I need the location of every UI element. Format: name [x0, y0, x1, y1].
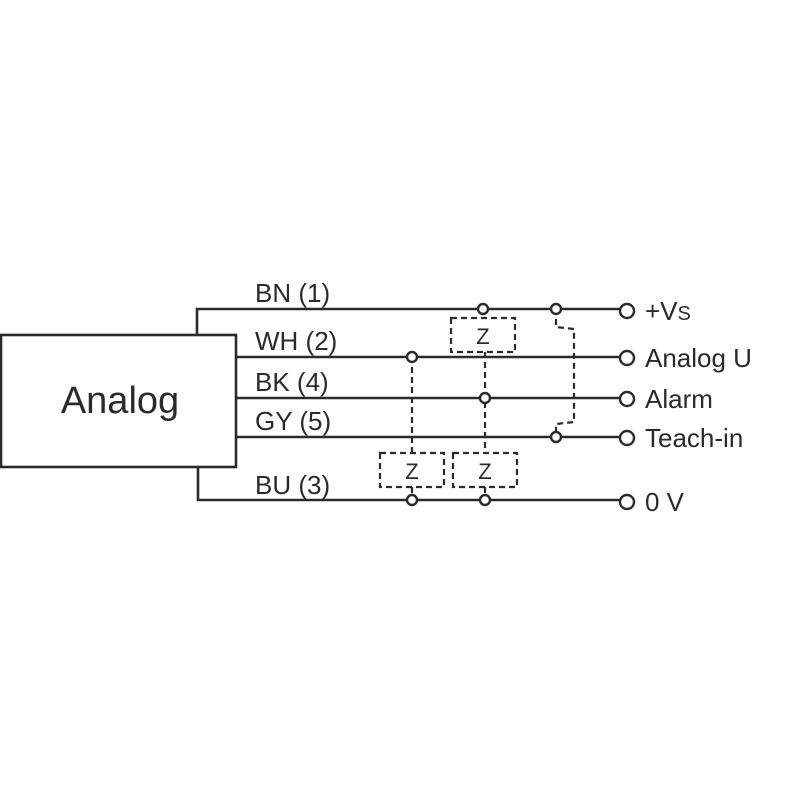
- terminal-analog-u: [618, 349, 636, 367]
- wire-label-bk: BK (4): [255, 367, 329, 397]
- terminal-label-teach-in: Teach-in: [645, 423, 743, 453]
- device-box: [0, 333, 238, 469]
- load-label: Z: [405, 459, 418, 484]
- junction-node: [405, 493, 419, 507]
- wire-label-wh: WH (2): [255, 326, 337, 356]
- terminal-label-analog-u: Analog U: [645, 343, 752, 373]
- wire-label-bn: BN (1): [255, 278, 330, 308]
- terminal-teach-in: [618, 429, 636, 447]
- junction-node: [478, 493, 492, 507]
- junction-node: [476, 302, 490, 316]
- terminal-alarm: [618, 390, 636, 408]
- terminal-label-alarm: Alarm: [645, 384, 713, 414]
- terminal-label-0v: 0 V: [645, 487, 685, 517]
- dashed-teach-link: [554, 309, 576, 437]
- junction-node: [549, 302, 563, 316]
- load-box-top: [449, 316, 517, 354]
- junction-node: [405, 350, 419, 364]
- junction-node: [478, 391, 492, 405]
- terminal-0v: [618, 493, 636, 511]
- load-label: Z: [476, 324, 489, 349]
- terminal-label-vs: +VS: [645, 296, 691, 326]
- junction-node: [549, 430, 563, 444]
- device-label: Analog: [61, 380, 179, 422]
- wire-label-gy: GY (5): [255, 406, 331, 436]
- wire-label-bu: BU (3): [255, 470, 330, 500]
- terminal-vs: [618, 302, 636, 320]
- load-label: Z: [478, 459, 491, 484]
